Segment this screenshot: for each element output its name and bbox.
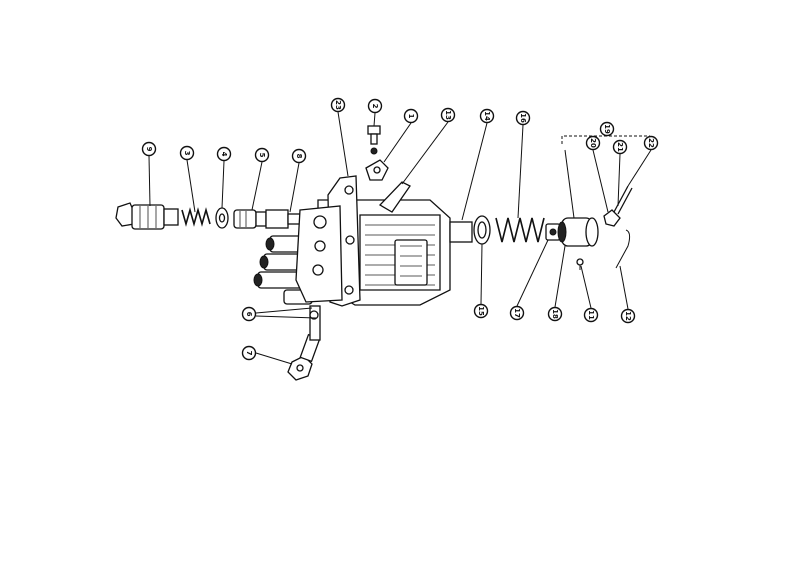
part-cap	[365, 159, 389, 181]
svg-text:18: 18	[551, 309, 559, 319]
callout-22: 22	[643, 135, 659, 151]
svg-text:22: 22	[647, 138, 655, 148]
part-pipe-fitting	[287, 305, 321, 381]
svg-text:11: 11	[587, 310, 595, 320]
svg-text:6: 6	[245, 312, 253, 317]
part-wire-clip	[615, 229, 631, 269]
leader-lines	[148, 111, 652, 365]
callout-8: 8	[291, 148, 307, 164]
svg-text:13: 13	[444, 110, 452, 120]
callout-14: 14	[479, 108, 495, 124]
svg-text:7: 7	[245, 351, 253, 356]
callout-15: 15	[473, 303, 489, 319]
part-pin	[576, 258, 584, 270]
svg-text:23: 23	[334, 100, 342, 110]
part-pump-body	[253, 175, 473, 307]
callout-13: 13	[440, 107, 456, 123]
part-group-bracket	[561, 135, 650, 144]
part-bolt-top	[367, 125, 381, 155]
svg-text:15: 15	[477, 306, 485, 316]
callout-23: 23	[330, 97, 346, 113]
callout-9: 9	[141, 141, 157, 157]
callout-2: 2	[367, 98, 383, 114]
part-spring-large	[495, 217, 545, 243]
svg-text:17: 17	[513, 308, 521, 318]
part-adjusting-screw	[603, 185, 633, 227]
part-valve	[233, 209, 267, 229]
svg-text:1: 1	[407, 114, 415, 119]
callout-7: 7	[241, 345, 257, 361]
svg-text:16: 16	[519, 113, 527, 123]
callout-10: 10	[578, 136, 580, 138]
callout-17: 17	[509, 305, 525, 321]
callout-12: 12	[620, 308, 636, 324]
callout-6: 6	[241, 306, 257, 322]
callout-4: 4	[216, 146, 232, 162]
callout-labels: 9 3 4 5 8 2 23 1 13 14 16	[141, 97, 659, 361]
svg-text:12: 12	[624, 311, 632, 321]
callout-16: 16	[515, 110, 531, 126]
svg-text:8: 8	[295, 154, 303, 159]
part-plunger	[545, 223, 561, 241]
parts-drawing	[115, 125, 650, 381]
callout-20: 20	[585, 135, 601, 151]
svg-text:14: 14	[483, 111, 491, 121]
callout-21: 21	[612, 139, 628, 155]
svg-text:3: 3	[183, 151, 191, 156]
part-fitting-left	[115, 202, 179, 230]
svg-text:4: 4	[220, 152, 228, 157]
callout-1: 1	[403, 108, 419, 124]
callout-19: 19	[599, 121, 615, 137]
callout-18: 18	[547, 306, 563, 322]
svg-text:9: 9	[145, 147, 153, 152]
part-sleeve	[557, 217, 599, 247]
svg-text:10: 10	[579, 137, 580, 138]
part-spring-small	[181, 207, 211, 227]
callout-3: 3	[179, 145, 195, 161]
svg-text:20: 20	[589, 138, 597, 148]
part-washer	[215, 207, 229, 229]
svg-text:21: 21	[616, 142, 624, 152]
svg-text:19: 19	[603, 124, 611, 134]
svg-text:2: 2	[371, 104, 379, 109]
callout-5: 5	[254, 147, 270, 163]
callout-11: 11	[583, 307, 599, 323]
part-holder	[265, 209, 317, 229]
part-o-ring	[473, 215, 491, 245]
svg-text:5: 5	[258, 153, 266, 158]
